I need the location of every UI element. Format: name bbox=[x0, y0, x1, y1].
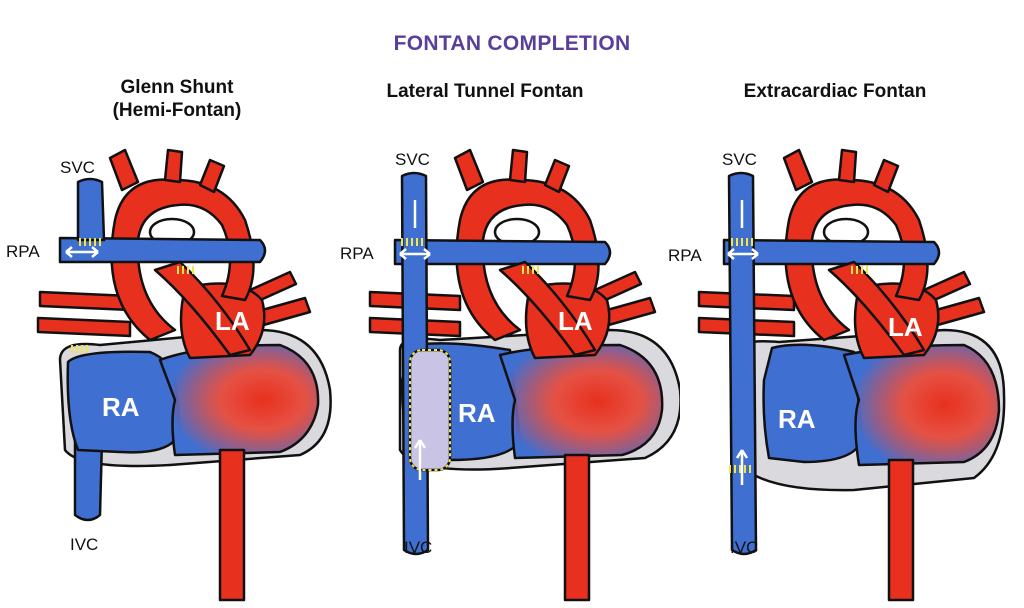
panel-title-line2: (Hemi-Fontan) bbox=[112, 100, 242, 121]
label-la: LA bbox=[888, 312, 923, 342]
panel-title-extracardiac: Extracardiac Fontan bbox=[695, 80, 975, 103]
heart-diagram-glenn bbox=[36, 148, 332, 602]
label-svc: SVC bbox=[722, 150, 757, 169]
label-la: LA bbox=[558, 306, 593, 336]
label-ivc: IVC bbox=[70, 535, 99, 554]
panel-title-glenn: Glenn Shunt (Hemi-Fontan) bbox=[62, 76, 292, 122]
label-ivc: IVC bbox=[404, 538, 433, 557]
label-la: LA bbox=[215, 306, 250, 336]
page-title: FONTAN COMPLETION bbox=[393, 32, 631, 55]
panel-title-lateral-tunnel: Lateral Tunnel Fontan bbox=[345, 80, 625, 103]
panel-title-line1: Extracardiac Fontan bbox=[743, 81, 927, 102]
label-svc: SVC bbox=[60, 158, 95, 177]
label-svc: SVC bbox=[395, 150, 430, 169]
panel-title-line1: Lateral Tunnel Fontan bbox=[386, 81, 584, 102]
label-ivc: IVC bbox=[730, 538, 759, 557]
label-ra: RA bbox=[102, 392, 140, 422]
label-ra: RA bbox=[458, 398, 496, 428]
label-ra: RA bbox=[778, 404, 816, 434]
label-rpa: RPA bbox=[668, 246, 702, 265]
heart-diagram-extracardiac bbox=[697, 148, 1006, 602]
panel-title-line1: Glenn Shunt bbox=[120, 77, 234, 98]
heart-diagram-lateral-tunnel bbox=[368, 148, 680, 602]
label-rpa: RPA bbox=[340, 244, 374, 263]
label-rpa: RPA bbox=[6, 242, 40, 261]
